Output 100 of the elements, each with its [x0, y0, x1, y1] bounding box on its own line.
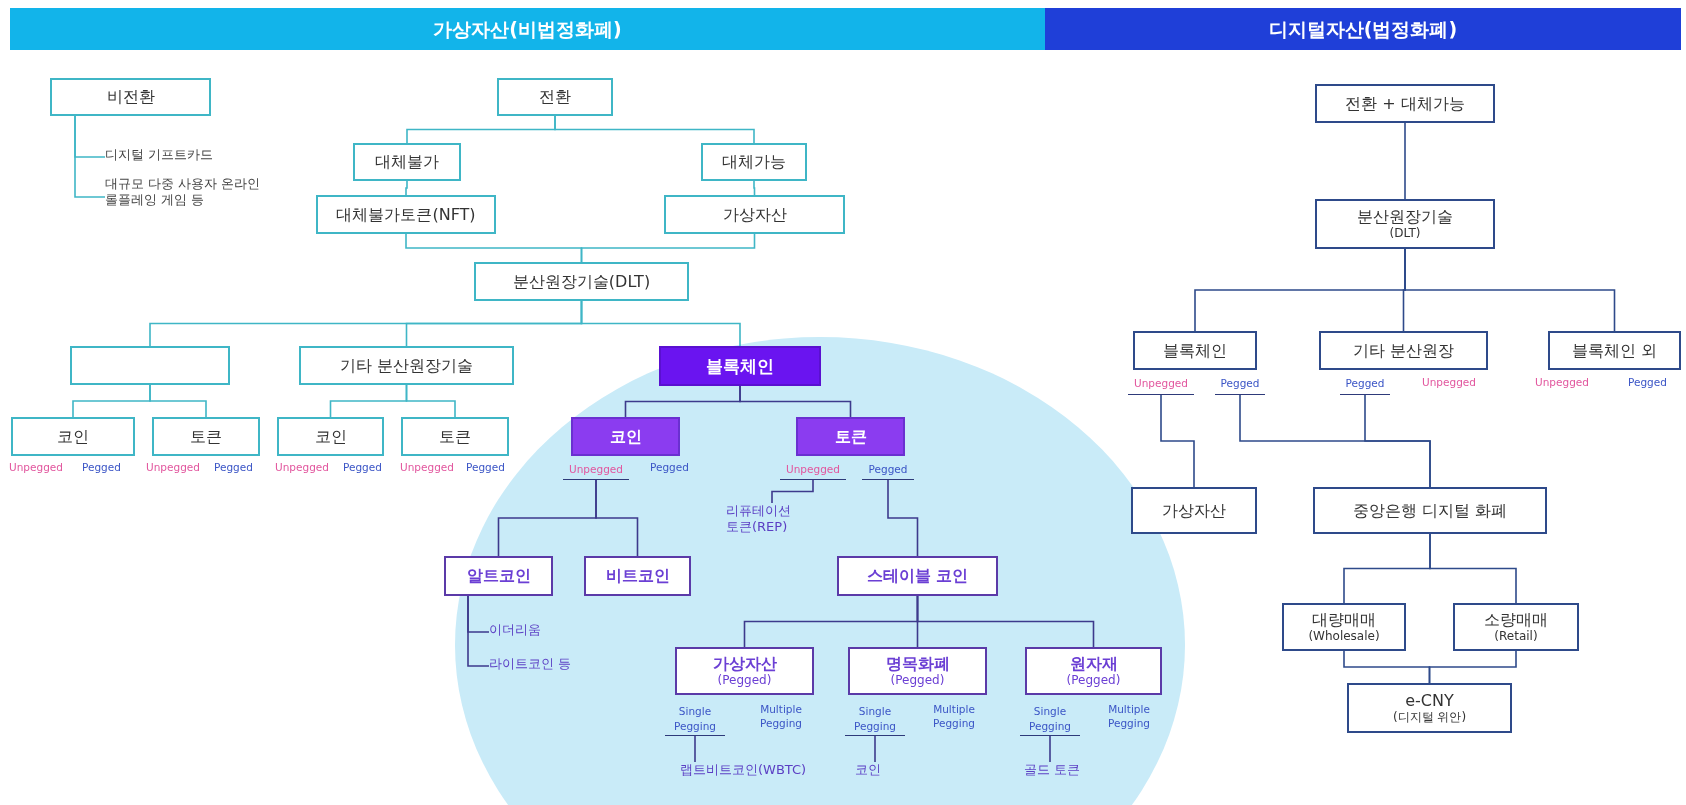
peg-label: Unpegged [1128, 373, 1194, 395]
connector-line [1404, 248, 1616, 332]
box-label: 블록체인 [706, 355, 774, 377]
box-label: 디지털자산(법정화폐) [1268, 17, 1458, 41]
peg-label: Multiple Pegging [932, 702, 976, 731]
box-label: 가상자산(비법정화폐) [433, 17, 622, 41]
peg-label: Multiple Pegging [759, 702, 803, 731]
item-text: 코인 [855, 762, 895, 782]
connector-line [771, 479, 814, 504]
item-text: 골드 토큰 [1024, 762, 1114, 782]
box-label: (Pegged) [1066, 673, 1121, 688]
connector-line [595, 479, 639, 557]
box-label: 코인 [57, 426, 89, 447]
item-text: 리퓨테이션 토큰(REP) [726, 503, 818, 545]
category-box [1282, 603, 1406, 651]
category-box [497, 78, 613, 116]
category-box [1315, 199, 1495, 249]
connector-line [554, 115, 755, 144]
box-label: 가상자산 [712, 654, 777, 674]
connector-line [739, 385, 852, 418]
peg-label: Unpegged [275, 460, 329, 475]
peg-label: Unpegged [146, 460, 200, 475]
box-label: (Retail) [1494, 629, 1538, 644]
box-label: 비트코인 [605, 566, 670, 586]
category-box [664, 195, 845, 234]
section-header-bar [10, 8, 1045, 50]
peg-label: Multiple Pegging [1107, 702, 1151, 731]
category-box [701, 143, 807, 181]
box-label: (Wholesale) [1308, 629, 1380, 644]
box-label: (디지털 위안) [1392, 710, 1467, 725]
category-box [353, 143, 461, 181]
category-box [50, 78, 211, 116]
category-box [1133, 331, 1257, 370]
box-label: 토큰 [190, 426, 222, 447]
category-box [11, 417, 135, 456]
box-label: 전환 [539, 87, 571, 107]
category-box [444, 556, 553, 596]
category-box [1347, 683, 1512, 733]
peg-label: Unpegged [1535, 375, 1589, 390]
box-label: 토큰 [834, 426, 867, 447]
box-label: 대체가능 [722, 152, 786, 172]
connector-line [1049, 735, 1051, 763]
category-box [584, 556, 691, 596]
connector-line [916, 595, 1095, 648]
item-text: 디지털 기프트카드 [105, 147, 255, 167]
connector-line [580, 233, 756, 263]
category-box [474, 262, 689, 301]
item-text: 라이트코인 등 [489, 656, 599, 676]
category-box [837, 556, 998, 596]
connector-line [405, 384, 456, 418]
box-label: 스테이블 코인 [866, 566, 969, 586]
peg-label: Unpegged [780, 460, 846, 480]
box-label: 기타 분산원장 [1352, 340, 1455, 361]
category-box [1131, 487, 1257, 534]
connector-line [1160, 394, 1195, 488]
section-header-bar [1045, 8, 1681, 50]
category-box [70, 346, 230, 385]
box-label: 토큰 [439, 426, 471, 447]
item-text: 대규모 다중 사용자 온라인 롤플레잉 게임 등 [105, 176, 305, 218]
peg-label: Single Pegging [665, 702, 725, 736]
box-label: 분산원장기술 [1357, 207, 1453, 227]
box-label: 대체불가토큰(NFT) [336, 204, 476, 225]
category-box [152, 417, 260, 456]
box-label: 블록체인 [1163, 340, 1227, 361]
peg-label: Unpegged [9, 460, 63, 475]
category-box [1313, 487, 1547, 534]
peg-label: Pegged [650, 460, 689, 475]
box-label: (Pegged) [717, 673, 772, 688]
category-box [1025, 647, 1162, 695]
peg-label: Pegged [862, 460, 914, 480]
connector-line [405, 180, 408, 196]
peg-label: Single Pegging [845, 702, 905, 736]
connector-line [1364, 394, 1431, 488]
box-label: 가상자산 [1162, 500, 1226, 521]
connector-line [874, 735, 876, 763]
category-box [1548, 331, 1681, 370]
connector-line [1428, 650, 1517, 684]
connector-line [1429, 533, 1517, 604]
box-label: 코인 [609, 426, 642, 447]
box-label: 전환 + 대체가능 [1345, 93, 1465, 114]
box-label: (Pegged) [890, 673, 945, 688]
highlight-box [796, 417, 905, 456]
box-label: 알트코인 [466, 566, 531, 586]
category-box [1315, 84, 1495, 123]
peg-label: Pegged [1340, 373, 1390, 395]
peg-label: Pegged [343, 460, 382, 475]
box-label: 대체불가 [375, 152, 439, 172]
connector-line [887, 479, 919, 557]
category-box [1453, 603, 1579, 651]
box-label: 명목화폐 [885, 654, 950, 674]
box-label: e-CNY [1405, 691, 1454, 711]
connector-line [694, 735, 696, 763]
peg-label: Pegged [1628, 375, 1667, 390]
box-label: 중앙은행 디지털 화폐 [1352, 500, 1508, 521]
box-label: 대량매매 [1312, 610, 1376, 630]
highlight-box [571, 417, 680, 456]
box-label: 소량매매 [1484, 610, 1548, 630]
highlight-box [659, 346, 821, 386]
peg-label: Pegged [82, 460, 121, 475]
category-box [299, 346, 514, 385]
